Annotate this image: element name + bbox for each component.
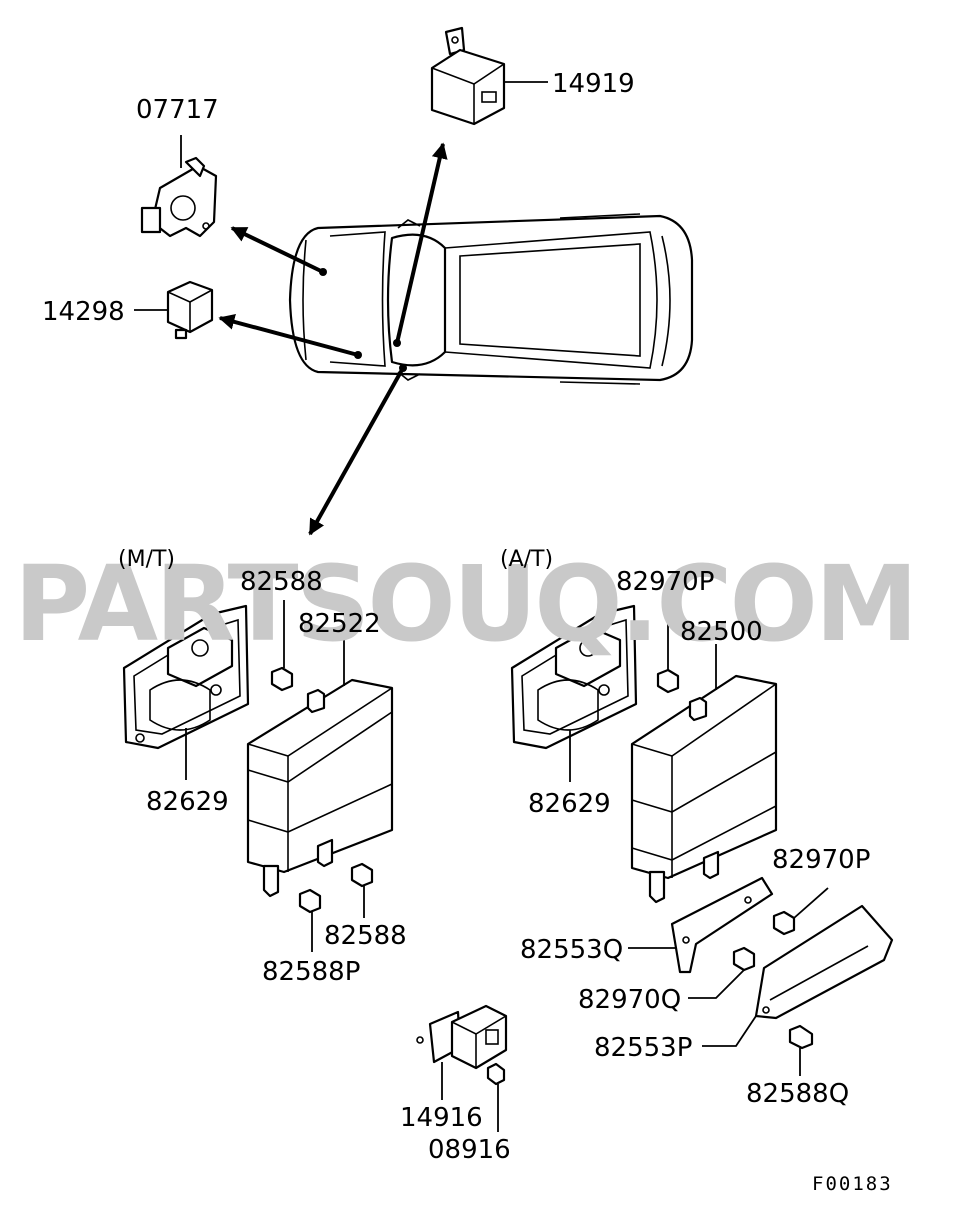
watermark-text: PARTSOUQ.COM <box>14 543 915 665</box>
label-at-82970Q: 82970Q <box>578 985 681 1015</box>
label-at-82629: 82629 <box>528 789 611 819</box>
label-mt-82522: 82522 <box>298 609 381 639</box>
label-mt-82588P: 82588P <box>262 957 360 987</box>
label-14919: 14919 <box>552 69 635 99</box>
mt-group <box>122 600 394 952</box>
location-arrows <box>218 142 448 536</box>
label-mt-82629: 82629 <box>146 787 229 817</box>
label-at-82970P-right: 82970P <box>772 845 870 875</box>
label-14916: 14916 <box>400 1103 483 1133</box>
label-14298: 14298 <box>42 297 125 327</box>
label-at-82553Q: 82553Q <box>520 935 623 965</box>
label-mt-82588-bottom: 82588 <box>324 921 407 951</box>
part-14916-connector <box>416 1004 508 1132</box>
section-mt-label: (M/T) <box>118 547 175 572</box>
figure-code: F00183 <box>812 1173 893 1195</box>
label-07717: 07717 <box>136 95 219 125</box>
part-07717-sensor <box>140 135 218 238</box>
label-at-82970P-top: 82970P <box>616 567 714 597</box>
section-at-label: (A/T) <box>500 547 553 572</box>
label-08916: 08916 <box>428 1135 511 1165</box>
vehicle-top-view <box>288 213 694 385</box>
label-mt-82588-top: 82588 <box>240 567 323 597</box>
label-at-82553P: 82553P <box>594 1033 692 1063</box>
label-at-82588Q: 82588Q <box>746 1079 849 1109</box>
part-14298-relay <box>134 280 214 340</box>
at-group <box>510 600 894 1076</box>
label-at-82500: 82500 <box>680 617 763 647</box>
part-14919-relay <box>430 26 548 126</box>
